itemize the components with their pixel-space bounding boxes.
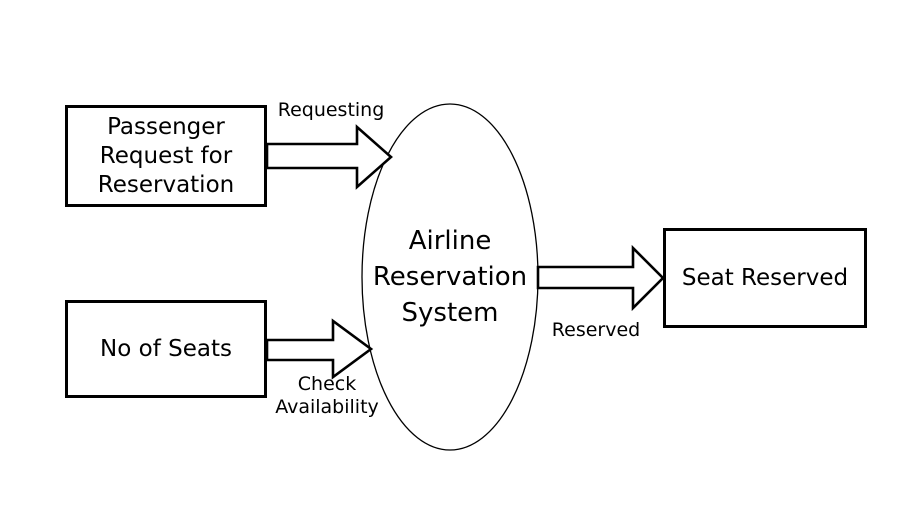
- entity-passenger-request-line-1: Passenger: [107, 113, 225, 140]
- requesting-arrow: [265, 124, 393, 190]
- process-label: Airline Reservation System: [362, 103, 538, 451]
- flow-label-check-line-2: Availability: [275, 396, 379, 418]
- entity-no-of-seats: No of Seats: [65, 300, 267, 398]
- process-label-line-2: Reservation: [372, 262, 528, 292]
- entity-passenger-request-label: Passenger Request for Reservation: [98, 113, 234, 200]
- process-label-line-1: Airline: [408, 226, 492, 256]
- flow-label-reserved: Reserved: [551, 319, 641, 341]
- flow-label-check-availability: Check Availability: [257, 373, 397, 419]
- flow-label-requesting: Requesting: [277, 99, 385, 121]
- entity-seat-reserved: Seat Reserved: [663, 228, 867, 328]
- entity-passenger-request-line-2: Request for: [99, 142, 233, 169]
- entity-seat-reserved-label: Seat Reserved: [681, 264, 849, 291]
- entity-no-of-seats-label: No of Seats: [100, 335, 232, 362]
- flow-label-check-line-1: Check: [297, 373, 357, 395]
- reserved-arrow: [536, 244, 665, 312]
- entity-passenger-request-line-3: Reservation: [97, 171, 235, 198]
- check-availability-arrow: [265, 318, 374, 380]
- process-label-line-3: System: [401, 298, 499, 328]
- entity-passenger-request: Passenger Request for Reservation: [65, 105, 267, 207]
